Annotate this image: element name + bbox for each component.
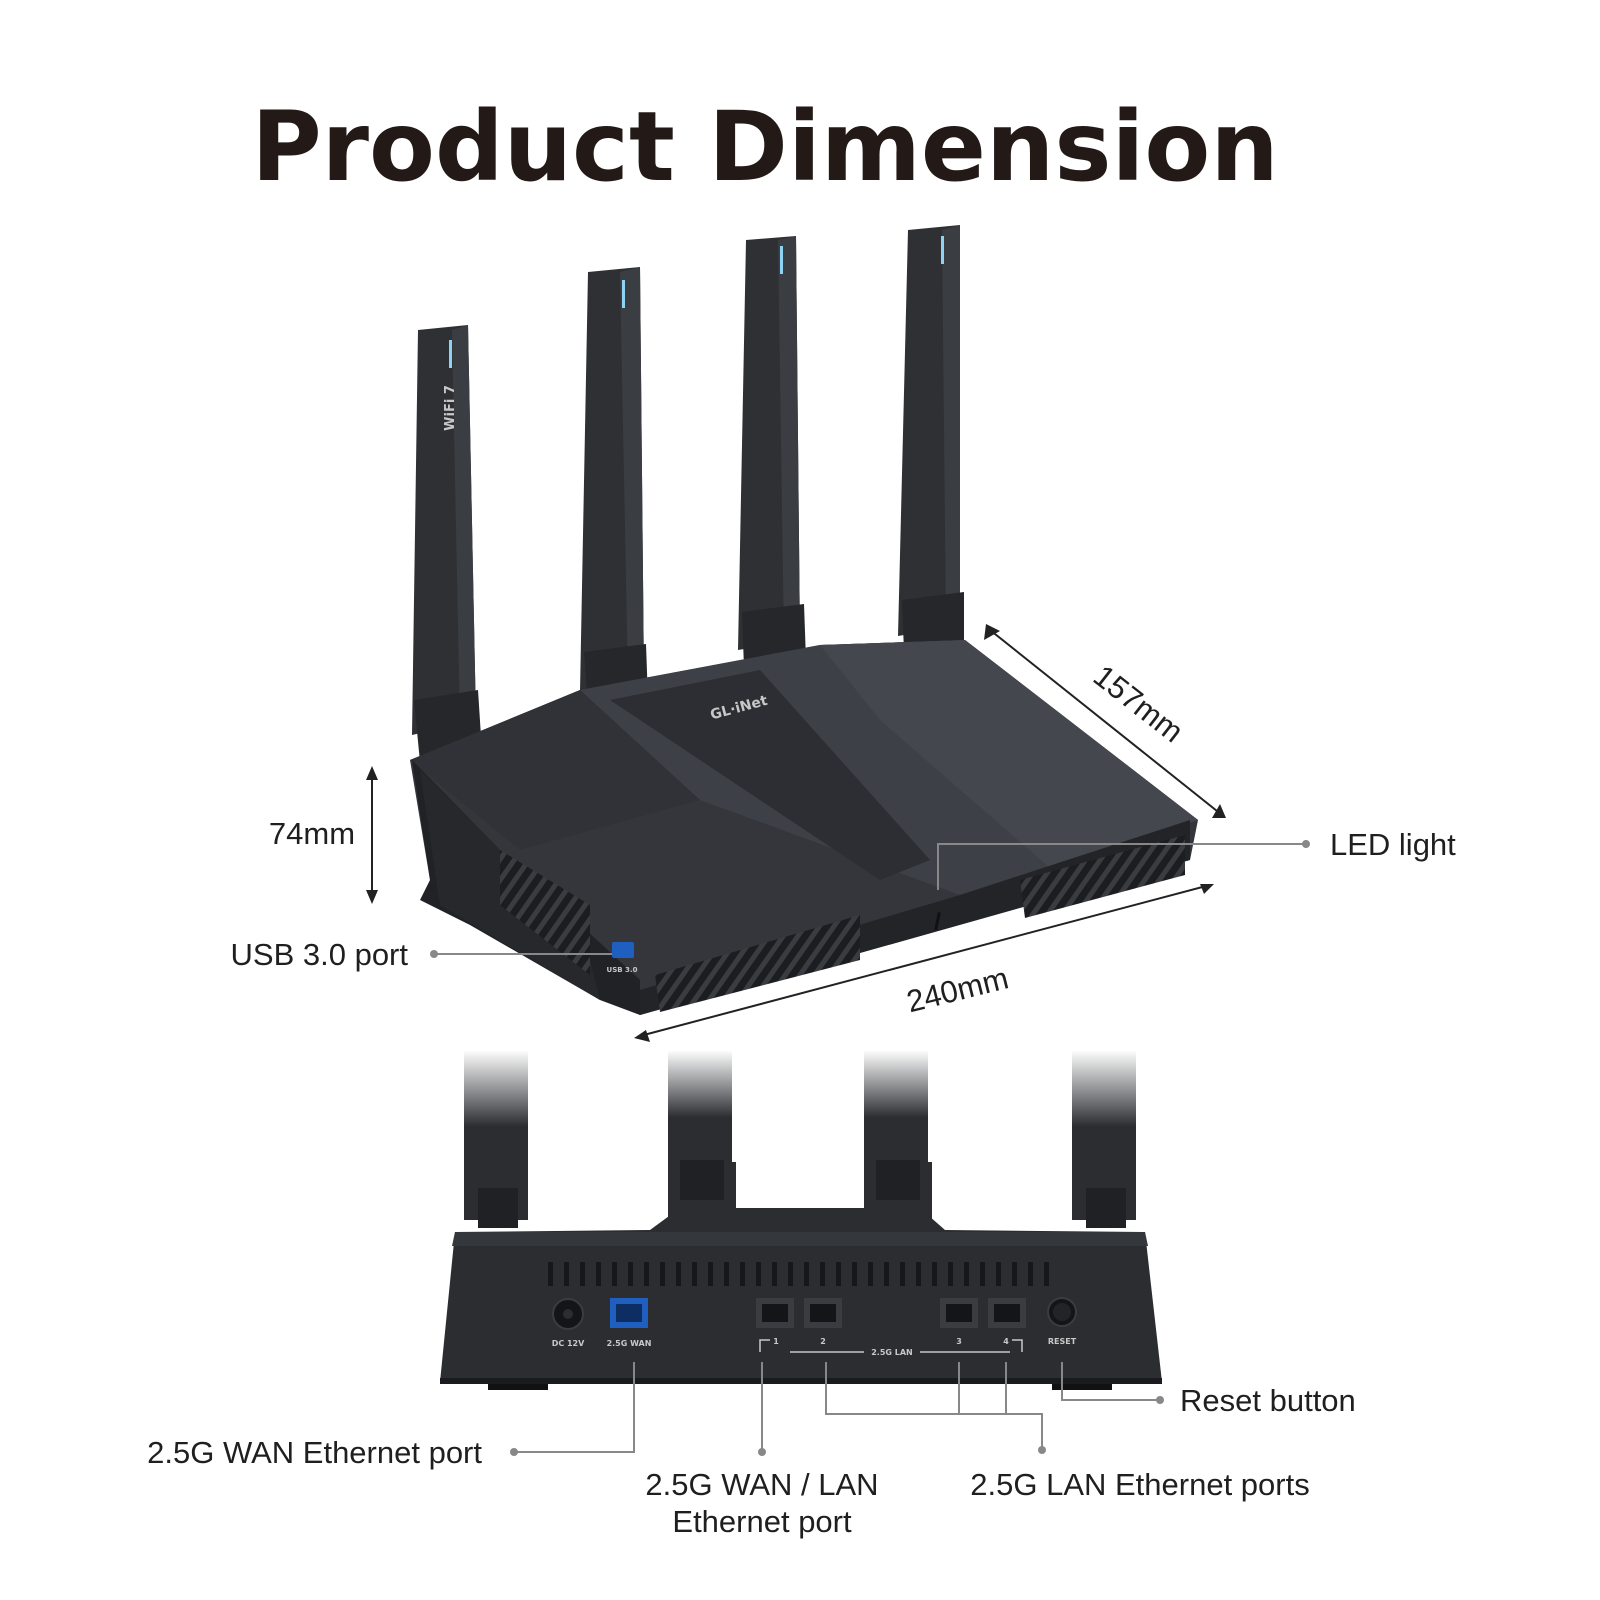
svg-text:3: 3 <box>956 1337 962 1346</box>
antenna-4 <box>898 225 964 652</box>
led-callout: LED light <box>937 827 1456 890</box>
antenna-1: WiFi 7 <box>412 325 482 762</box>
usb-callout-label: USB 3.0 port <box>231 937 409 972</box>
depth-label: 157mm <box>1087 658 1190 749</box>
front-vent <box>655 915 860 1012</box>
led-callout-label: LED light <box>1330 827 1456 862</box>
lan-port-1: 1 <box>756 1298 794 1346</box>
lan-group-bracket: 2.5G LAN <box>759 1339 1023 1357</box>
svg-text:USB 3.0: USB 3.0 <box>607 966 638 974</box>
wan-lan-callout-label-line1: 2.5G WAN / LAN <box>645 1467 878 1502</box>
lan-callout-label: 2.5G LAN Ethernet ports <box>970 1467 1309 1502</box>
led-indicator <box>934 911 941 931</box>
side-vent <box>500 850 590 975</box>
wan-callout: 2.5G WAN Ethernet port <box>147 1362 635 1470</box>
lan-port-4: 4 <box>988 1298 1026 1346</box>
antenna-3 <box>738 236 806 668</box>
router-front-view: WiFi 7 <box>410 225 1198 1015</box>
svg-text:2.5G LAN: 2.5G LAN <box>871 1348 913 1357</box>
page-title: Product Dimension <box>251 91 1278 203</box>
wan-port: 2.5G WAN <box>607 1298 652 1348</box>
wan-lan-callout-label-line2: Ethernet port <box>672 1504 852 1539</box>
rear-vents <box>548 1262 1049 1286</box>
router-rear-view: DC 12V 2.5G WAN 1 2 3 4 <box>440 1050 1162 1390</box>
usb-callout: USB 3.0 port <box>231 937 612 972</box>
height-label: 74mm <box>269 816 355 851</box>
dc-power-jack: DC 12V <box>552 1298 585 1348</box>
svg-text:2: 2 <box>820 1337 826 1346</box>
svg-text:WiFi 7: WiFi 7 <box>443 385 458 431</box>
svg-text:RESET: RESET <box>1048 1337 1077 1346</box>
reset-callout-label: Reset button <box>1180 1383 1356 1418</box>
antenna-2 <box>580 267 648 708</box>
lan-callout: 2.5G LAN Ethernet ports <box>825 1362 1310 1502</box>
wifi7-badge-icon: WiFi 7 <box>443 385 458 431</box>
usb-port: USB 3.0 <box>607 942 638 974</box>
reset-callout: Reset button <box>1061 1362 1356 1418</box>
wan-lan-callout: 2.5G WAN / LAN Ethernet port <box>645 1362 879 1539</box>
reset-button: RESET <box>1047 1297 1077 1346</box>
svg-text:4: 4 <box>1003 1337 1009 1346</box>
svg-text:1: 1 <box>773 1337 779 1346</box>
lan-port-3: 3 <box>940 1298 978 1346</box>
front-vent-right <box>1020 835 1185 918</box>
svg-text:DC 12V: DC 12V <box>552 1339 585 1348</box>
height-dimension: 74mm <box>269 766 378 904</box>
lan-port-2: 2 <box>804 1298 842 1346</box>
svg-text:2.5G WAN: 2.5G WAN <box>607 1339 652 1348</box>
width-label: 240mm <box>903 960 1012 1019</box>
wan-callout-label: 2.5G WAN Ethernet port <box>147 1435 482 1470</box>
